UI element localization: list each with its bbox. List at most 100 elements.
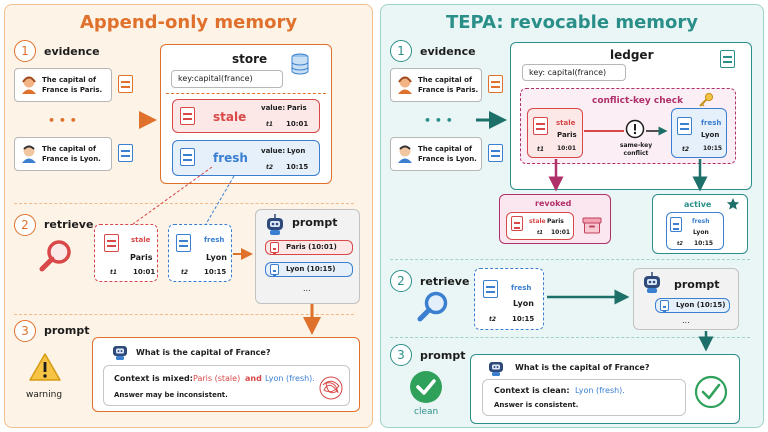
- left-retrieved-fresh-tag: fresh: [204, 236, 225, 244]
- left-status-text: warning: [26, 390, 63, 400]
- right-evidence-card-paris: The capital of France is Paris.: [390, 68, 482, 102]
- left-final-note: Answer may be inconsistent.: [114, 391, 228, 399]
- active-value: Lyon: [693, 229, 709, 236]
- left-final-context-lyon: Lyon (fresh).: [265, 374, 315, 383]
- store-stale-value-label: value:: [261, 104, 286, 112]
- right-prompt-item-lyon-text: Lyon (10:15): [676, 301, 726, 309]
- store-fresh-doc-icon: [180, 148, 195, 166]
- left-final-context-box: [103, 365, 350, 406]
- ledger-stale-value: Paris: [557, 131, 577, 139]
- left-step-1-number: 1: [14, 40, 36, 62]
- store-fresh-tag: fresh: [213, 151, 248, 165]
- left-evidence-text-paris: The capital of France is Paris.: [42, 76, 103, 94]
- store-stale-entry: [172, 99, 320, 133]
- archive-box-icon: [582, 216, 602, 238]
- store-fresh-to-retrieve-dashed-line: [205, 175, 235, 225]
- revoked-t-label: t1: [537, 230, 543, 236]
- store-stale-tag: stale: [213, 110, 247, 124]
- left-step-1-label: evidence: [44, 45, 100, 58]
- star-icon: [726, 196, 740, 215]
- right-retrieved-fresh-doc-icon: [483, 280, 498, 298]
- left-evidence-doc-blue-icon: [118, 144, 133, 162]
- ledger-fresh-value: Lyon: [701, 131, 720, 139]
- left-prompt-title: prompt: [292, 216, 338, 229]
- database-icon: [290, 53, 310, 79]
- left-evidence-card-paris: The capital of France is Paris.: [14, 68, 112, 102]
- left-prompt-more: ...: [303, 284, 311, 293]
- right-robot-icon: [641, 272, 663, 298]
- conflict-check-title: conflict-key check: [592, 96, 684, 106]
- store-stale-value: Paris: [287, 104, 307, 112]
- ledger-key-text: key: capital(france): [529, 68, 607, 77]
- ledger-doc-icon: [720, 50, 735, 68]
- store-stale-t-label: t1: [266, 121, 274, 128]
- revoked-doc-icon: [511, 216, 523, 231]
- right-prompt-item-lyon-doc-icon: [660, 300, 669, 313]
- right-ellipsis: • • •: [424, 114, 453, 127]
- left-final-question: What is the capital of France?: [136, 348, 271, 357]
- left-step-3-label: prompt: [44, 324, 90, 337]
- ledger-fresh-tag: fresh: [701, 119, 722, 127]
- store-stale-time: 10:01: [286, 120, 309, 128]
- left-final-context-prefix: Context is mixed:: [114, 374, 193, 383]
- check-circle-icon: [409, 370, 443, 408]
- right-retrieved-fresh-tag: fresh: [511, 284, 532, 292]
- ledger-title: ledger: [610, 48, 654, 62]
- left-prompt-item-paris: Paris (10:01): [265, 240, 353, 255]
- right-final-context-box: [482, 379, 686, 416]
- store-stale-to-retrieve-dashed-line: [132, 166, 213, 225]
- right-woman-avatar-icon: [396, 75, 414, 95]
- left-prompt-item-lyon: Lyon (10:15): [265, 262, 353, 277]
- right-final-context-lyon: Lyon (fresh).: [575, 386, 625, 395]
- ledger-stale-t-label: t1: [537, 146, 545, 153]
- left-retrieved-stale-card: [94, 224, 158, 282]
- warning-icon: [28, 352, 62, 386]
- key-icon: [698, 92, 714, 112]
- right-status-text: clean: [414, 407, 439, 417]
- right-magnifier-icon: [416, 290, 450, 328]
- woman-avatar-icon: [20, 75, 38, 95]
- left-retrieved-stale-value: Paris: [130, 253, 153, 262]
- store-fresh-time: 10:15: [286, 163, 309, 171]
- left-step-2-label: retrieve: [44, 218, 94, 231]
- active-doc-icon: [670, 217, 682, 232]
- store-divider: [166, 93, 326, 94]
- right-evidence-card-lyon: The capital of France is Lyon.: [390, 137, 482, 171]
- right-prompt-title: prompt: [674, 278, 720, 291]
- store-title: store: [232, 52, 268, 66]
- ledger-stale-tag: stale: [556, 119, 576, 127]
- store-fresh-entry: [172, 140, 320, 176]
- right-title: TEPA: revocable memory: [445, 12, 699, 33]
- right-final-robot-icon: [487, 359, 505, 381]
- store-stale-doc-icon: [180, 107, 195, 125]
- right-prompt-more: ...: [682, 316, 690, 325]
- revoked-time: 10:01: [551, 229, 571, 236]
- left-prompt-item-paris-text: Paris (10:01): [286, 243, 337, 251]
- right-prompt-item-lyon: Lyon (10:15): [655, 298, 730, 313]
- left-final-context-and: and: [245, 374, 262, 383]
- big-check-icon: [694, 375, 728, 413]
- conflict-label: same-key conflict: [619, 142, 653, 157]
- left-retrieved-stale-doc-icon: [104, 234, 119, 252]
- right-section-divider-2: [390, 337, 750, 338]
- left-final-robot-icon: [111, 343, 129, 365]
- store-fresh-value: Lyon: [287, 147, 306, 155]
- left-robot-icon: [264, 214, 286, 240]
- right-step-3-label: prompt: [420, 349, 466, 362]
- right-step-1-label: evidence: [420, 45, 476, 58]
- right-evidence-doc-orange-icon: [488, 75, 503, 93]
- right-step-3-number: 3: [390, 344, 412, 366]
- tangle-icon: [318, 375, 344, 405]
- left-evidence-card-lyon: The capital of France is Lyon.: [14, 137, 112, 171]
- right-final-question: What is the capital of France?: [515, 363, 650, 372]
- revoked-value: Paris: [547, 218, 564, 225]
- right-final-context-prefix: Context is clean:: [494, 386, 570, 395]
- left-title: Append-only memory: [79, 12, 298, 33]
- left-step-3-number: 3: [14, 320, 36, 342]
- left-section-divider-1: [14, 203, 354, 204]
- left-prompt-item-lyon-doc-icon: [270, 264, 279, 277]
- store-key-field: key:capital(france): [171, 70, 283, 88]
- ledger-stale-time: 10:01: [557, 145, 577, 152]
- ledger-fresh-t-label: t2: [682, 146, 690, 153]
- active-tag: fresh: [692, 218, 710, 225]
